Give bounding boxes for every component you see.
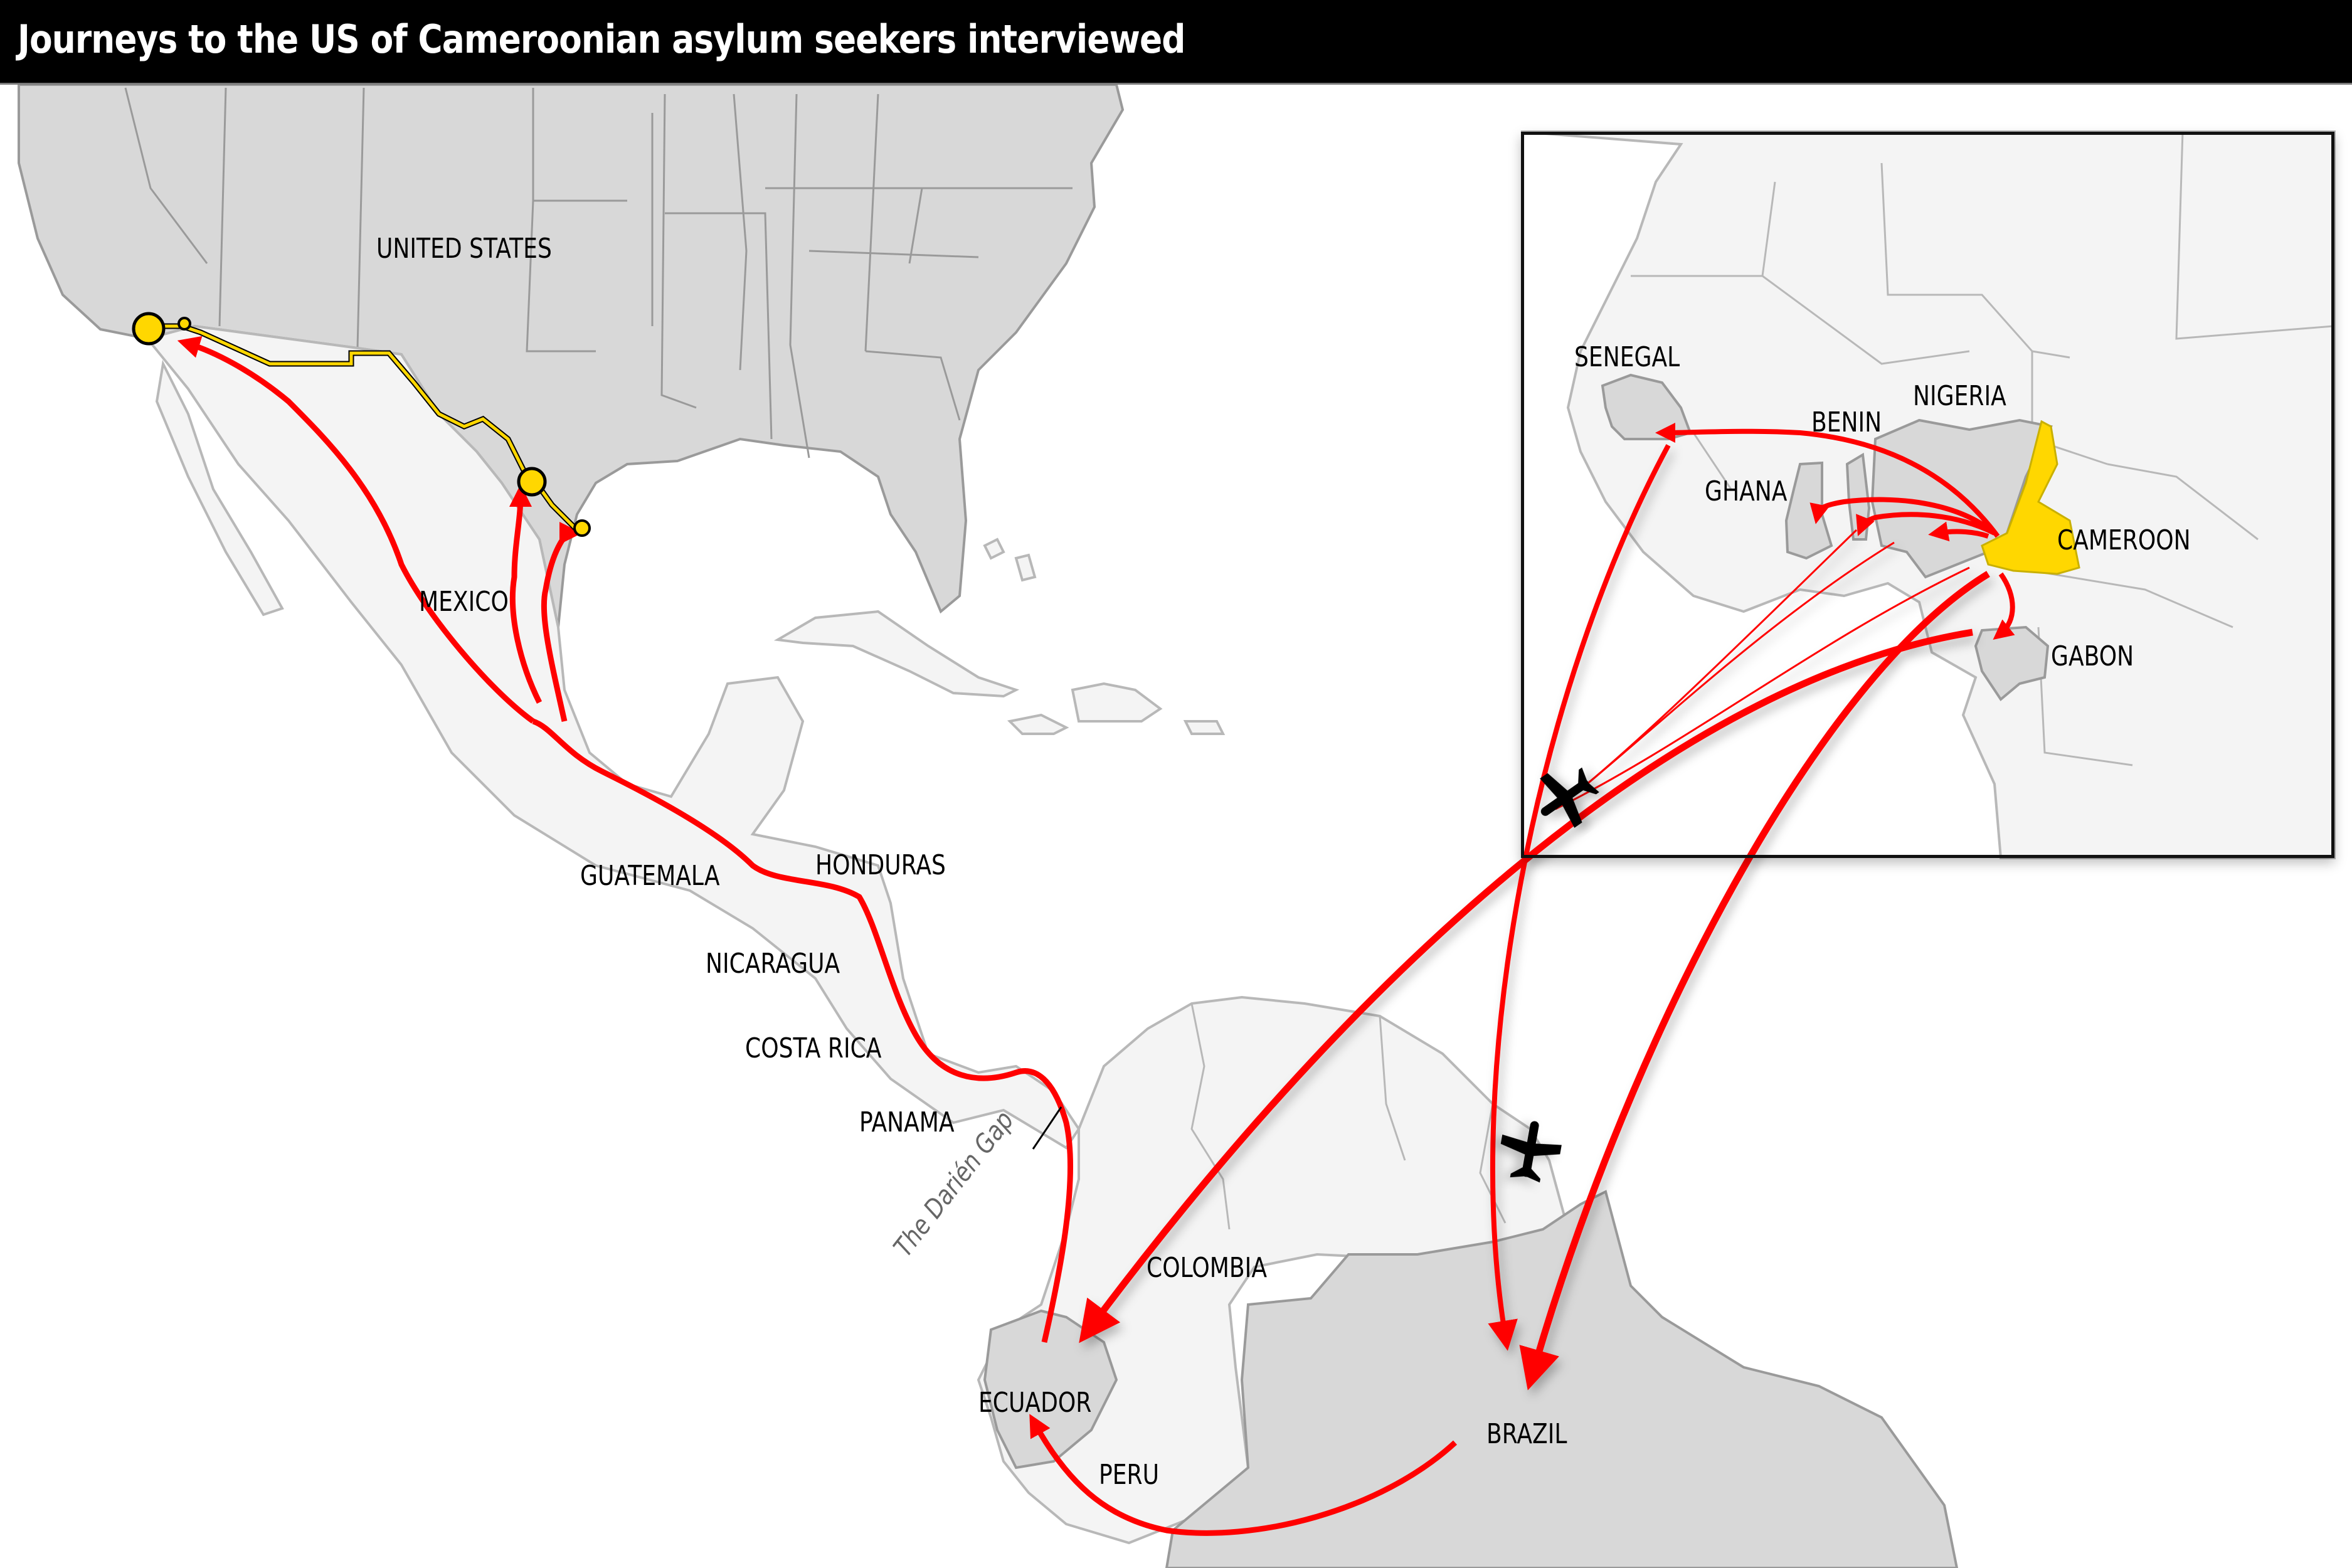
label-colombia: COLOMBIA [1147,1252,1268,1284]
map-title: Journeys to the US of Cameroonian asylum… [18,16,1185,62]
label-gabon: GABON [2051,640,2134,672]
caribbean-islands [773,538,1226,735]
crossing-point-brownsville [573,519,591,537]
crossing-point-mcallen [517,467,547,497]
airplane-icon [1540,767,1599,828]
us-mexico-border-crossing [132,312,591,537]
crossing-point-small [177,317,191,331]
label-brazil: BRAZIL [1486,1418,1567,1450]
label-costa-rica: COSTA RICA [745,1032,882,1064]
label-ghana: GHANA [1705,475,1788,507]
label-panama: PANAMA [859,1106,955,1138]
label-honduras: HONDURAS [815,849,946,881]
label-senegal: SENEGAL [1574,341,1680,373]
label-ecuador: ECUADOR [978,1387,1092,1419]
mexico-central-america-land [145,324,1081,1150]
label-mexico: MEXICO [419,586,509,618]
airplane-icon [1500,1121,1562,1183]
flight-routes [1079,444,1990,1391]
united-states-land [18,83,1125,628]
label-nicaragua: NICARAGUA [706,948,840,980]
label-cameroon: CAMEROON [2057,524,2191,556]
label-guatemala: GUATEMALA [580,860,720,892]
title-bar: Journeys to the US of Cameroonian asylum… [0,0,2352,85]
darien-gap-leader [1032,1106,1062,1150]
south-america-land [977,995,1959,1568]
label-united-states: UNITED STATES [376,233,552,265]
label-benin: BENIN [1811,406,1882,438]
label-nigeria: NIGERIA [1913,380,2006,412]
crossing-point-tijuana [132,312,166,346]
overland-routes [177,336,1458,1536]
route-wave-texture [1043,1122,1072,1343]
label-peru: PERU [1099,1459,1160,1491]
inset-africa-map [1520,130,2336,859]
inset-overland-routes [1655,422,2015,640]
